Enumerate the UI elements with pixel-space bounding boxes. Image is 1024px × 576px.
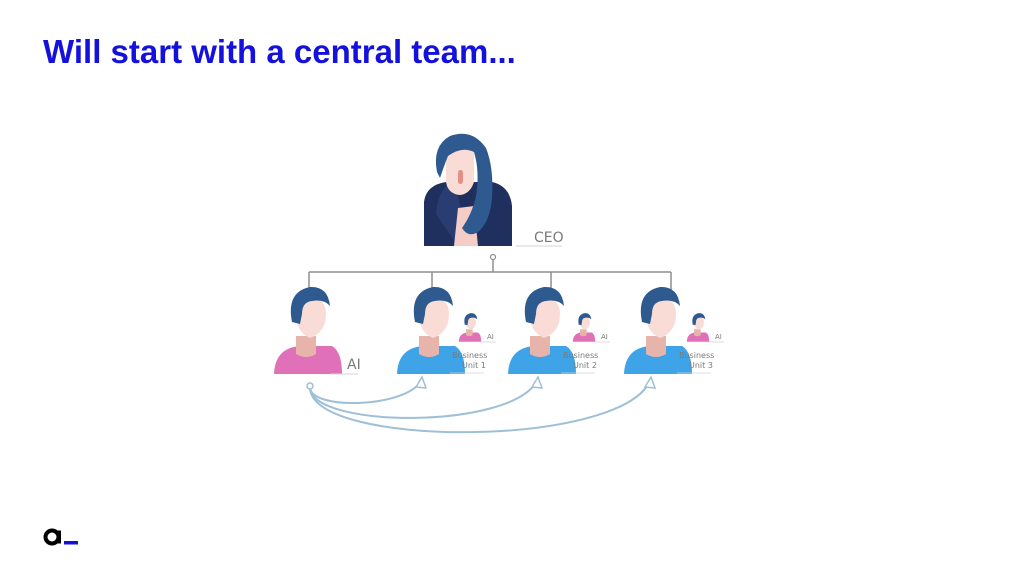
- ceo-figure: [424, 133, 512, 246]
- ai-team-person-icon: [274, 286, 342, 374]
- business-unit-3-label-line2: Unit 3: [689, 361, 713, 370]
- business-unit-3-ai-person-icon: [686, 313, 710, 342]
- business-unit-2-label-line2: Unit 2: [573, 361, 597, 370]
- ceo-connector-node: [489, 253, 497, 261]
- slide-title: Will start with a central team...: [43, 33, 516, 70]
- arrowheads: [414, 375, 657, 389]
- business-unit-1: AI Business Unit 1: [397, 286, 496, 374]
- business-unit-1-label-line2: Unit 1: [462, 361, 486, 370]
- business-unit-2-ai-person-icon: [572, 313, 596, 342]
- business-unit-3-label-line1: Business: [679, 351, 714, 360]
- business-unit-1-person-icon: [397, 286, 465, 374]
- business-unit-2-ai-label: AI: [601, 333, 608, 341]
- business-unit-3-person-icon: [624, 286, 692, 374]
- accenture-a-logo: [43, 528, 78, 546]
- ai-team-arrow-origin-node: [306, 382, 314, 390]
- arrow-to-business-unit-1: [309, 380, 422, 405]
- business-unit-3-ai-label: AI: [715, 333, 722, 341]
- business-unit-2-label-line1: Business: [563, 351, 598, 360]
- org-connector-lines: [308, 260, 672, 300]
- business-unit-3: AI Business Unit 3: [624, 286, 724, 374]
- business-unit-2-person-icon: [508, 286, 576, 374]
- ceo-label: CEO: [534, 230, 564, 246]
- arrowhead-business-unit-2: [530, 375, 544, 389]
- arrowhead-business-unit-3: [643, 375, 657, 389]
- business-unit-1-ai-label: AI: [487, 333, 494, 341]
- business-unit-1-label-line1: Business: [452, 351, 487, 360]
- ai-to-business-unit-arrows: [309, 380, 651, 434]
- business-unit-1-ai-person-icon: [458, 313, 482, 342]
- business-unit-2: AI Business Unit 2: [508, 286, 610, 374]
- ai-team-label: AI: [347, 357, 361, 373]
- arrow-to-business-unit-2: [309, 380, 538, 419]
- arrowhead-business-unit-1: [414, 375, 428, 389]
- arrow-to-business-unit-3: [309, 380, 651, 434]
